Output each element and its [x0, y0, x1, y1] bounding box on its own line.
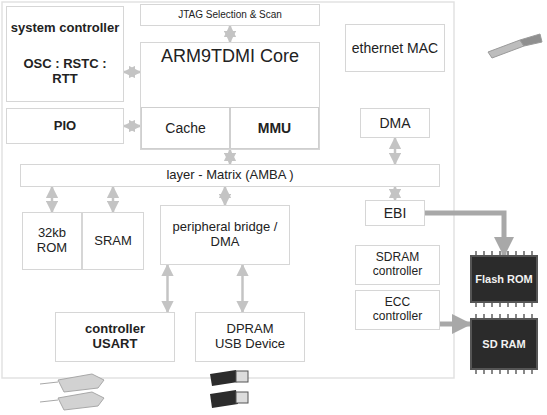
block-label: PIO — [54, 119, 76, 134]
serial-cable — [40, 374, 104, 410]
block-label: SRAM — [94, 234, 132, 249]
block-label: MMU — [258, 120, 291, 136]
block-box: controllerUSART — [55, 312, 175, 362]
block-box: PIO — [6, 108, 124, 144]
bus-arrow — [440, 322, 470, 327]
block-box: DMA — [360, 108, 430, 138]
block-label: system controller — [11, 21, 119, 36]
bus-arrow — [394, 138, 397, 164]
block-label: Flash ROM — [475, 273, 532, 286]
block-box: SDRAM controller — [355, 245, 440, 285]
block-label: ethernet MAC — [352, 40, 438, 56]
block-label: EBI — [384, 205, 407, 221]
bus-arrow — [166, 265, 169, 312]
ethernet-cable — [488, 34, 542, 58]
bus-arrow — [124, 71, 140, 74]
block-box: JTAG Selection & Scan — [140, 4, 320, 26]
memory-chip: Flash ROM — [470, 255, 538, 303]
memory-chip: SD RAM — [470, 318, 538, 370]
block-label: 32kb ROM — [26, 226, 78, 256]
block-box: MMU — [230, 107, 319, 149]
bus-arrow — [124, 125, 140, 128]
block-box: SRAM — [82, 212, 144, 270]
block-box: layer - Matrix (AMBA ) — [20, 164, 440, 187]
block-label: USB Device — [215, 337, 285, 352]
bus-arrow — [425, 213, 504, 255]
block-label: DPRAM — [227, 322, 274, 337]
block-label: SD RAM — [482, 338, 525, 351]
block-label: SDRAM controller — [359, 251, 436, 279]
block-label: ECC controller — [359, 296, 436, 324]
bus-arrow — [229, 150, 232, 164]
block-label: controller — [85, 322, 145, 337]
block-label: layer - Matrix (AMBA ) — [166, 168, 293, 183]
bus-arrow — [241, 265, 244, 312]
bus-arrow — [112, 187, 115, 212]
block-label: ARM9TDMI Core — [161, 46, 299, 67]
usb-plug — [210, 370, 248, 408]
block-label: OSC : RSTC : RTT — [10, 57, 120, 87]
block-label: Cache — [165, 120, 205, 136]
block-label: DMA — [379, 115, 410, 131]
bus-arrow — [229, 26, 232, 42]
bus-arrow — [394, 187, 397, 200]
block-box: 32kb ROM — [22, 212, 82, 270]
block-box: DPRAMUSB Device — [195, 312, 305, 362]
block-box: peripheral bridge / DMA — [160, 205, 290, 265]
block-box: system controllerOSC : RSTC : RTT — [6, 6, 124, 102]
block-box: ARM9TDMI CoreCache MMU — [140, 42, 320, 150]
block-label: USART — [93, 337, 138, 352]
block-box: ECC controller — [355, 290, 440, 330]
block-box: ethernet MAC — [345, 24, 445, 72]
outer-panel — [2, 2, 454, 378]
bus-arrow — [224, 187, 227, 205]
bus-arrow — [51, 187, 54, 212]
block-label: peripheral bridge / DMA — [164, 220, 286, 250]
block-box: EBI — [365, 200, 425, 226]
block-label: JTAG Selection & Scan — [178, 9, 282, 21]
block-box: Cache — [141, 107, 230, 149]
